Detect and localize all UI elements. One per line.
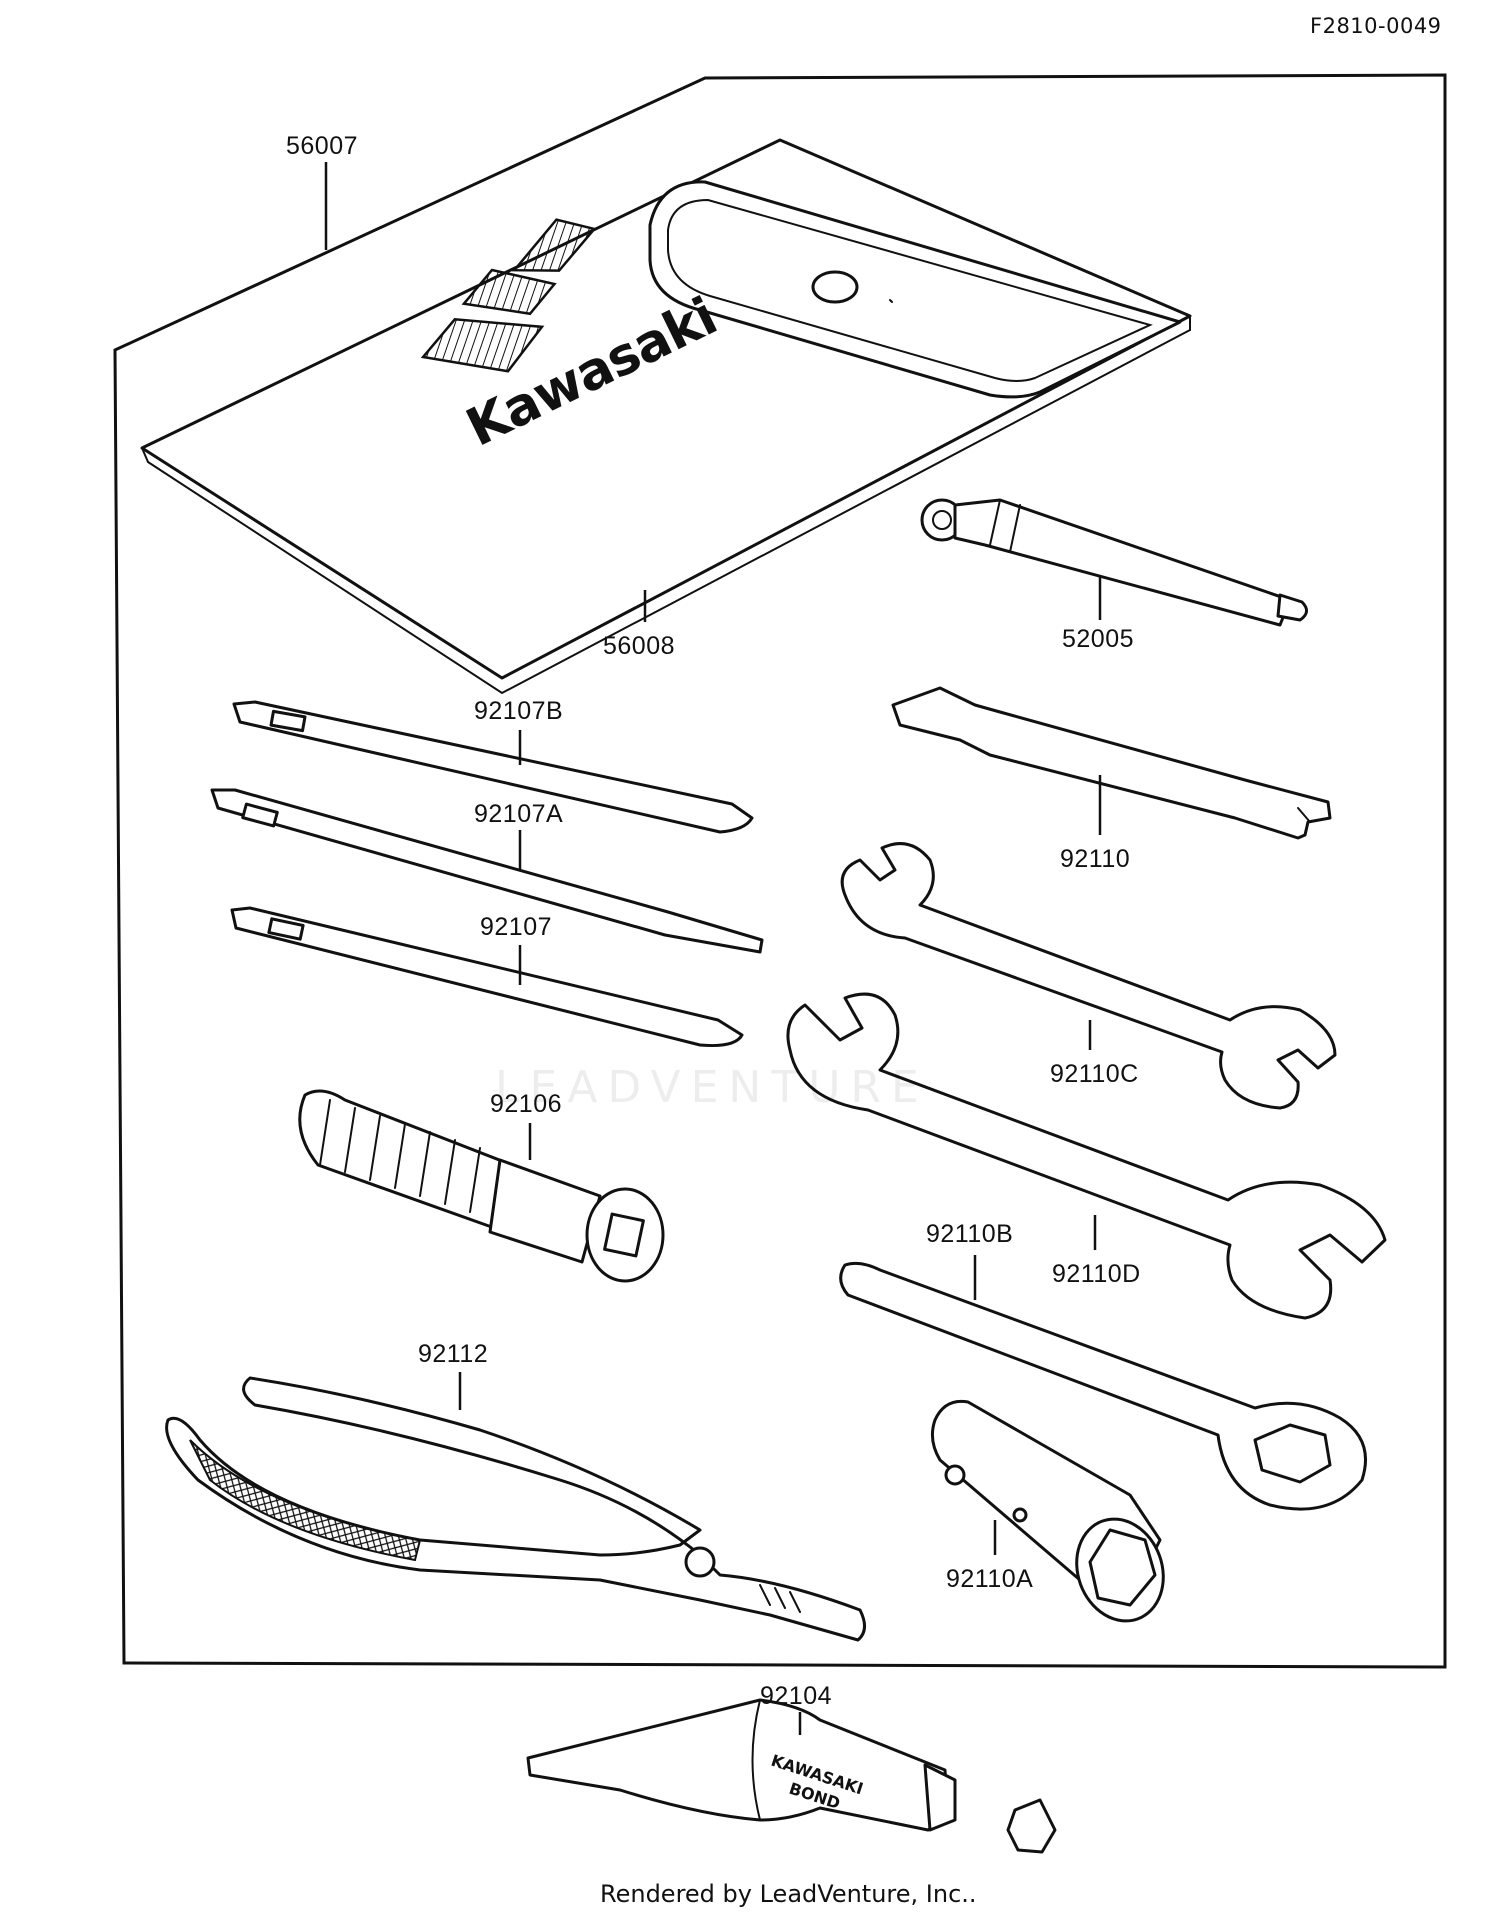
diagram-reference-code: F2810-0049 (1310, 14, 1442, 38)
open-end-wrench-small (840, 842, 1337, 1110)
open-end-wrench-large (786, 992, 1387, 1320)
part-label-92104: 92104 (760, 1682, 833, 1710)
extension-bar (920, 498, 1308, 627)
leader-lines (324, 162, 1102, 1735)
part-label-92110d: 92110D (1052, 1260, 1141, 1288)
watermark: LEADVENTURE (495, 1062, 929, 1113)
part-label-56008: 56008 (603, 632, 676, 660)
tool-bag (140, 138, 1192, 695)
part-label-52005: 52005 (1062, 625, 1135, 653)
part-label-92110a: 92110A (946, 1565, 1034, 1593)
part-label-92112: 92112 (418, 1340, 489, 1368)
bond-tube: KAWASAKI BOND (526, 1698, 1057, 1854)
part-label-92106: 92106 (490, 1090, 563, 1118)
part-label-92110: 92110 (1060, 845, 1131, 873)
box-socket-wrench (930, 1399, 1165, 1623)
kit-boundary-frame (113, 73, 1447, 1669)
part-label-92110b: 92110B (926, 1220, 1014, 1248)
part-label-92107a: 92107A (474, 800, 564, 828)
ring-spanner (839, 1261, 1367, 1511)
part-label-92107: 92107 (480, 913, 553, 941)
screwdriver-shaft-b (232, 700, 754, 834)
screwdriver-shaft (230, 906, 744, 1047)
screwdriver-handle (298, 1089, 665, 1283)
part-label-56007: 56007 (286, 132, 359, 160)
slip-joint-pliers (165, 1376, 866, 1642)
flat-spanner (891, 686, 1332, 840)
part-label-92107b: 92107B (474, 697, 564, 725)
screwdriver-shaft-a (210, 788, 764, 954)
part-label-92110c: 92110C (1050, 1060, 1139, 1088)
render-credit-footer: Rendered by LeadVenture, Inc.. (600, 1880, 977, 1908)
